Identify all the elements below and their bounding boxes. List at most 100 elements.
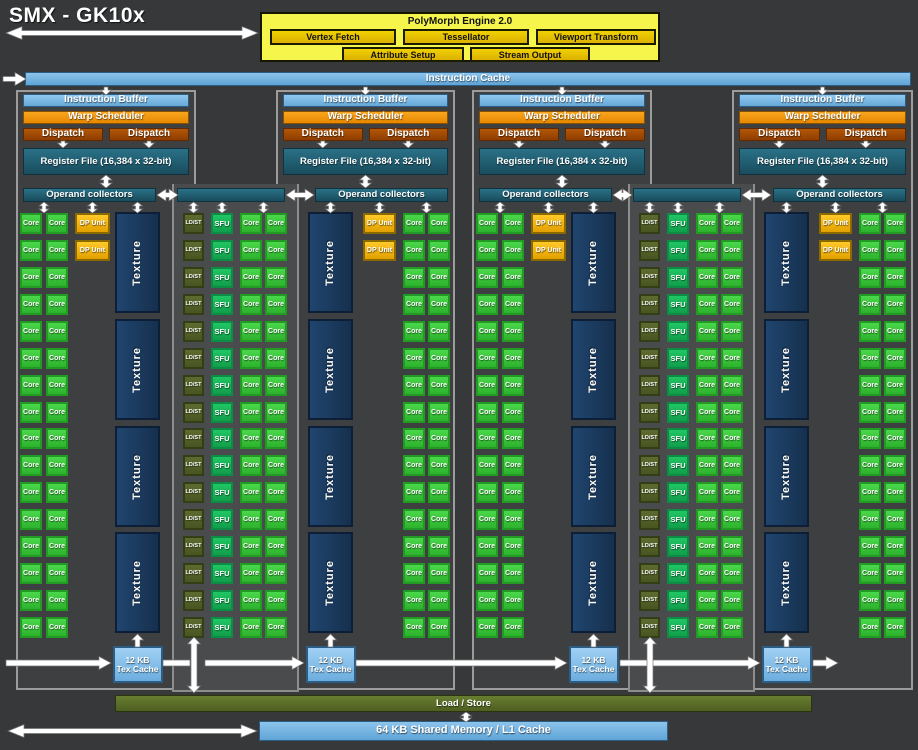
core-unit: Core: [502, 348, 524, 369]
warp-scheduler: Warp Scheduler: [479, 111, 645, 124]
ldst-unit: LD/ST: [183, 563, 204, 584]
core-unit: Core: [696, 428, 718, 449]
core-unit: Core: [428, 294, 450, 315]
core-unit: Core: [240, 482, 262, 503]
core-unit: Core: [403, 240, 425, 261]
ldst-unit: LD/ST: [639, 402, 660, 423]
core-unit: Core: [476, 563, 498, 584]
core-unit: Core: [428, 348, 450, 369]
dp-unit: DP Unit: [819, 240, 852, 261]
core-unit: Core: [20, 294, 42, 315]
operand-collectors: Operand collectors: [479, 188, 612, 202]
tex-cache: 12 KBTex Cache: [113, 646, 163, 683]
polymorph-engine-box: PolyMorph Engine 2.0 Vertex FetchTessell…: [260, 12, 660, 62]
core-unit: Core: [696, 321, 718, 342]
polymorph-box-viewport-transform: Viewport Transform: [536, 29, 656, 45]
core-unit: Core: [859, 536, 881, 557]
core-unit: Core: [265, 617, 287, 638]
core-unit: Core: [46, 590, 68, 611]
core-unit: Core: [502, 563, 524, 584]
core-unit: Core: [240, 321, 262, 342]
texture-unit: Texture: [308, 532, 353, 633]
texture-unit: Texture: [764, 319, 809, 420]
arrow: [6, 27, 258, 40]
register-file: Register File (16,384 x 32-bit): [23, 148, 189, 175]
core-unit: Core: [721, 213, 743, 234]
core-unit: Core: [428, 536, 450, 557]
sfu-unit: SFU: [211, 213, 233, 234]
texture-label: Texture: [588, 560, 600, 606]
core-unit: Core: [502, 321, 524, 342]
texture-label: Texture: [588, 454, 600, 500]
texture-unit: Texture: [571, 212, 616, 313]
texture-label: Texture: [781, 560, 793, 606]
core-unit: Core: [476, 267, 498, 288]
core-unit: Core: [428, 563, 450, 584]
core-unit: Core: [721, 240, 743, 261]
core-unit: Core: [428, 617, 450, 638]
dispatch-unit: Dispatch: [565, 128, 645, 141]
core-unit: Core: [502, 428, 524, 449]
core-unit: Core: [476, 213, 498, 234]
core-unit: Core: [502, 455, 524, 476]
sfu-unit: SFU: [211, 590, 233, 611]
core-unit: Core: [240, 213, 262, 234]
core-unit: Core: [859, 617, 881, 638]
core-unit: Core: [476, 482, 498, 503]
core-unit: Core: [859, 213, 881, 234]
core-unit: Core: [859, 375, 881, 396]
core-unit: Core: [428, 482, 450, 503]
ldst-unit: LD/ST: [639, 294, 660, 315]
core-unit: Core: [46, 563, 68, 584]
core-unit: Core: [428, 402, 450, 423]
tex-cache: 12 KBTex Cache: [569, 646, 619, 683]
core-unit: Core: [46, 482, 68, 503]
ldst-unit: LD/ST: [183, 321, 204, 342]
core-unit: Core: [696, 617, 718, 638]
ldst-unit: LD/ST: [183, 213, 204, 234]
core-unit: Core: [20, 563, 42, 584]
core-unit: Core: [265, 536, 287, 557]
core-unit: Core: [721, 321, 743, 342]
texture-label: Texture: [781, 347, 793, 393]
tex-cache-label: Tex Cache: [117, 665, 159, 674]
core-unit: Core: [721, 294, 743, 315]
core-unit: Core: [428, 428, 450, 449]
sfu-unit: SFU: [211, 482, 233, 503]
sfu-unit: SFU: [667, 617, 689, 638]
core-unit: Core: [502, 375, 524, 396]
core-unit: Core: [476, 455, 498, 476]
core-unit: Core: [721, 482, 743, 503]
polymorph-engine-title: PolyMorph Engine 2.0: [262, 16, 658, 27]
ldst-unit: LD/ST: [183, 617, 204, 638]
core-unit: Core: [884, 428, 906, 449]
core-unit: Core: [859, 455, 881, 476]
core-unit: Core: [502, 213, 524, 234]
sfu-unit: SFU: [667, 536, 689, 557]
register-file: Register File (16,384 x 32-bit): [739, 148, 906, 175]
texture-unit: Texture: [308, 319, 353, 420]
arrow: [8, 725, 257, 738]
core-unit: Core: [884, 590, 906, 611]
core-unit: Core: [476, 402, 498, 423]
sfu-unit: SFU: [667, 509, 689, 530]
dispatch-unit: Dispatch: [826, 128, 907, 141]
core-unit: Core: [265, 294, 287, 315]
core-unit: Core: [46, 509, 68, 530]
ldst-unit: LD/ST: [639, 455, 660, 476]
core-unit: Core: [696, 213, 718, 234]
core-unit: Core: [428, 375, 450, 396]
core-unit: Core: [859, 482, 881, 503]
instruction-buffer: Instruction Buffer: [479, 94, 645, 107]
polymorph-box-tessellator: Tessellator: [403, 29, 529, 45]
texture-unit: Texture: [764, 426, 809, 527]
tex-cache: 12 KBTex Cache: [762, 646, 812, 683]
sfu-unit: SFU: [667, 428, 689, 449]
core-unit: Core: [884, 402, 906, 423]
arrow: [3, 73, 26, 86]
core-unit: Core: [696, 240, 718, 261]
core-unit: Core: [476, 348, 498, 369]
instruction-buffer: Instruction Buffer: [23, 94, 189, 107]
core-unit: Core: [20, 348, 42, 369]
